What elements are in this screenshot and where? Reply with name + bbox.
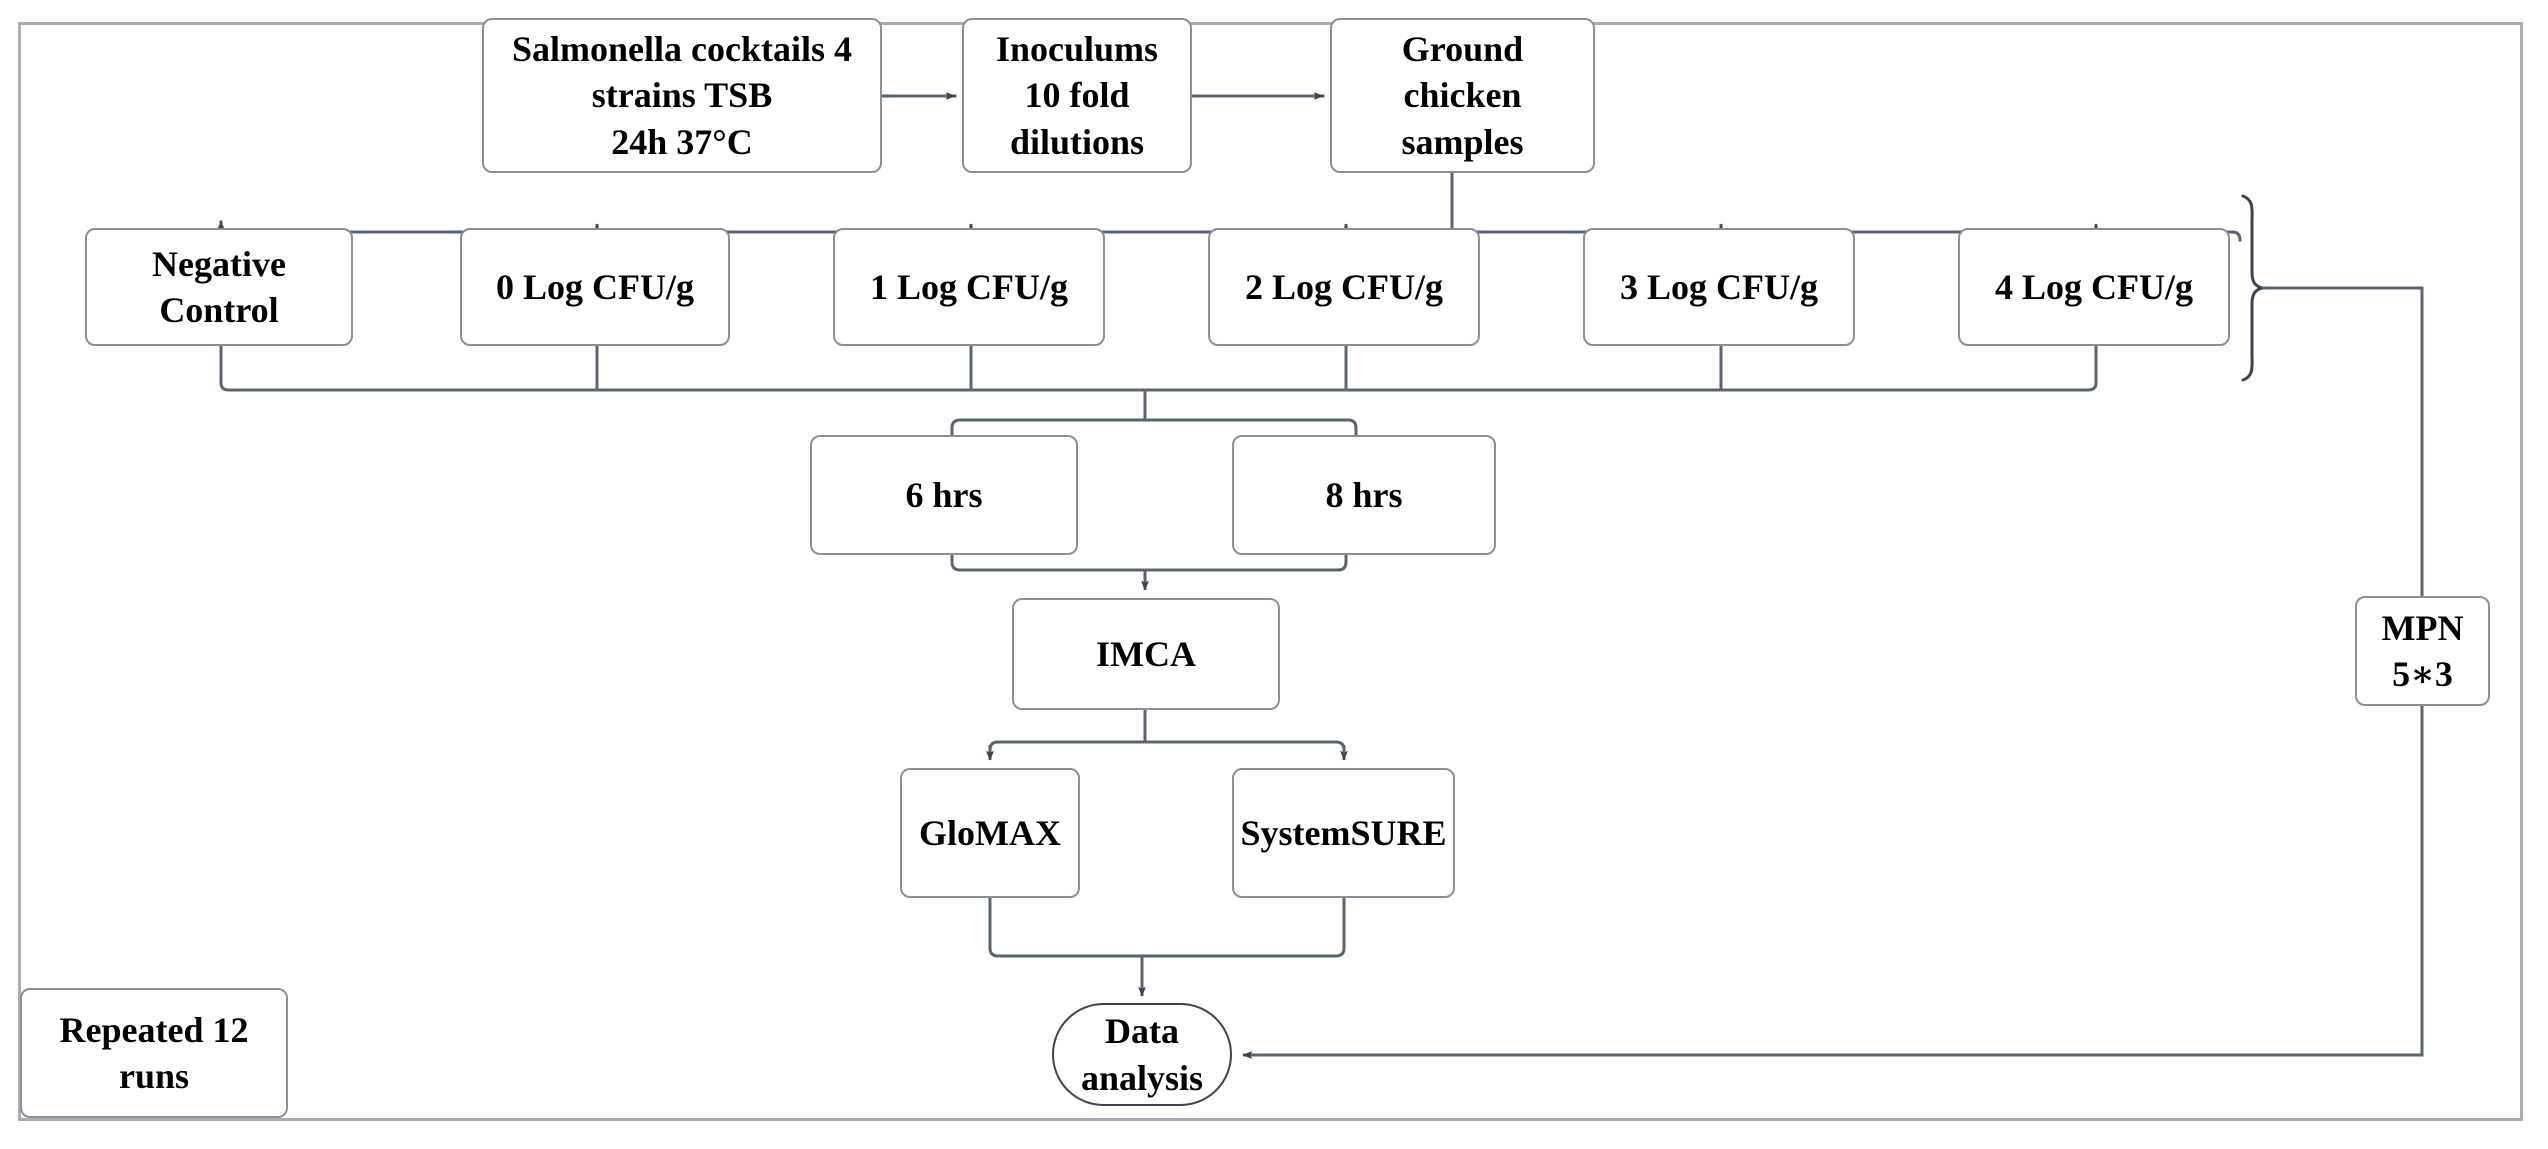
node-log-4-label: 4 Log CFU/g [1995,266,2193,307]
node-glomax[interactable]: GloMAX [900,768,1080,898]
node-glomax-label: GloMAX [919,812,1061,853]
diagram-outer-frame [18,22,2523,1121]
merge-luminometers [988,898,1346,958]
brace-to-mpn-path [2262,286,2424,596]
node-log-2[interactable]: 2 Log CFU/g [1208,228,1480,346]
node-imca[interactable]: IMCA [1012,598,1280,710]
node-log-2-label: 2 Log CFU/g [1245,266,1443,307]
node-ground-chicken-samples[interactable]: Ground chicken samples [1330,18,1595,173]
node-8-hrs[interactable]: 8 hrs [1232,435,1496,555]
node-mpn-label: MPN 5∗3 [2381,607,2464,694]
node-inoculums[interactable]: Inoculums 10 fold dilutions [962,18,1192,173]
node-imca-label: IMCA [1096,633,1196,674]
node-log-1[interactable]: 1 Log CFU/g [833,228,1105,346]
node-log-0-label: 0 Log CFU/g [496,266,694,307]
node-6-hrs-label: 6 hrs [905,474,983,515]
node-mpn[interactable]: MPN 5∗3 [2355,596,2490,706]
node-data-analysis-label: Data analysis [1080,1011,1204,1098]
collection-bus-line [219,382,2098,392]
node-log-3-label: 3 Log CFU/g [1620,266,1818,307]
node-log-3[interactable]: 3 Log CFU/g [1583,228,1855,346]
node-repeated-runs[interactable]: Repeated 12 runs [20,988,288,1118]
node-salmonella-cocktails-label: Salmonella cocktails 4 strains TSB 24h 3… [512,29,852,162]
node-inoculums-label: Inoculums 10 fold dilutions [995,29,1159,162]
incubation-split [950,418,1358,435]
node-ground-chicken-samples-label: Ground chicken samples [1401,29,1524,162]
node-6-hrs[interactable]: 6 hrs [810,435,1078,555]
node-negative-control[interactable]: Negative Control [85,228,353,346]
node-log-0[interactable]: 0 Log CFU/g [460,228,730,346]
node-8-hrs-label: 8 hrs [1325,474,1403,515]
node-negative-control-label: Negative Control [152,243,286,330]
node-log-4[interactable]: 4 Log CFU/g [1958,228,2230,346]
node-systemsure[interactable]: SystemSURE [1232,768,1455,898]
node-salmonella-cocktails[interactable]: Salmonella cocktails 4 strains TSB 24h 3… [482,18,882,173]
mpn-to-data-analysis-path [1248,706,2424,1057]
node-data-analysis[interactable]: Data analysis [1052,1003,1232,1106]
node-log-1-label: 1 Log CFU/g [870,266,1068,307]
node-systemsure-label: SystemSURE [1240,812,1447,853]
node-repeated-runs-label: Repeated 12 runs [59,1009,249,1096]
merge-6hrs-8hrs [950,555,1348,572]
